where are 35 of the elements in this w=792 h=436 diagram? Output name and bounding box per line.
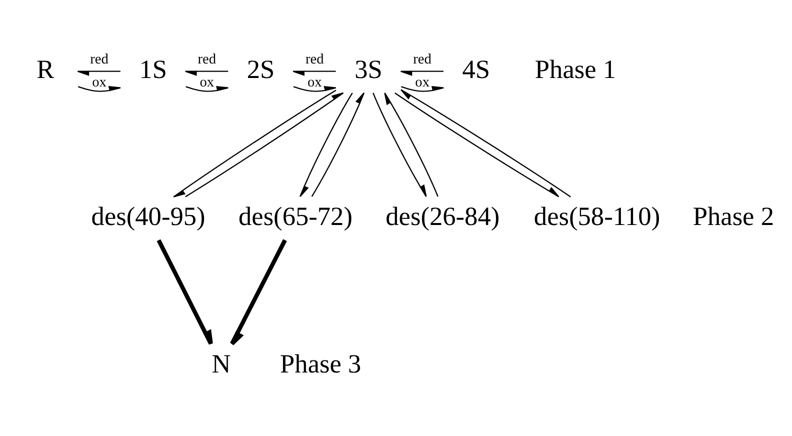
edge-label: ox: [200, 74, 214, 90]
label: Phase 2: [692, 202, 774, 231]
arrow: [293, 86, 336, 92]
arrow: [186, 86, 229, 92]
node-text: 4S: [462, 54, 490, 84]
edge-label: ox: [415, 74, 430, 90]
arrow: [77, 70, 120, 76]
arrow: [156, 238, 213, 346]
label: Phase 3: [280, 348, 362, 378]
arrow: [311, 92, 365, 196]
node-text: des(26-84): [386, 202, 500, 231]
node-text: des(65-72): [238, 202, 352, 231]
node-text: des(40-95): [91, 202, 206, 231]
label: Phase 1: [534, 54, 616, 84]
arrow: [184, 70, 228, 76]
node-text: R: [36, 54, 54, 84]
arrow: [292, 70, 336, 76]
node-text: N: [212, 348, 231, 378]
arrow: [300, 92, 353, 197]
node-text: 3S: [354, 54, 382, 84]
edge-label: red: [90, 51, 108, 68]
arrow: [78, 86, 122, 92]
edge-label: ox: [92, 74, 106, 90]
node-text: 1S: [139, 54, 167, 84]
edge-label: red: [413, 51, 432, 68]
edge-label: ox: [307, 74, 322, 90]
arrow: [400, 70, 444, 76]
arrow: [401, 86, 444, 92]
node-text: des(58-110): [534, 202, 660, 231]
edge-label: red: [198, 51, 216, 68]
edge-label: red: [305, 51, 324, 68]
arrow: [384, 92, 438, 196]
node-text: 2S: [246, 54, 275, 84]
arrow: [372, 92, 427, 197]
arrow: [230, 238, 287, 346]
